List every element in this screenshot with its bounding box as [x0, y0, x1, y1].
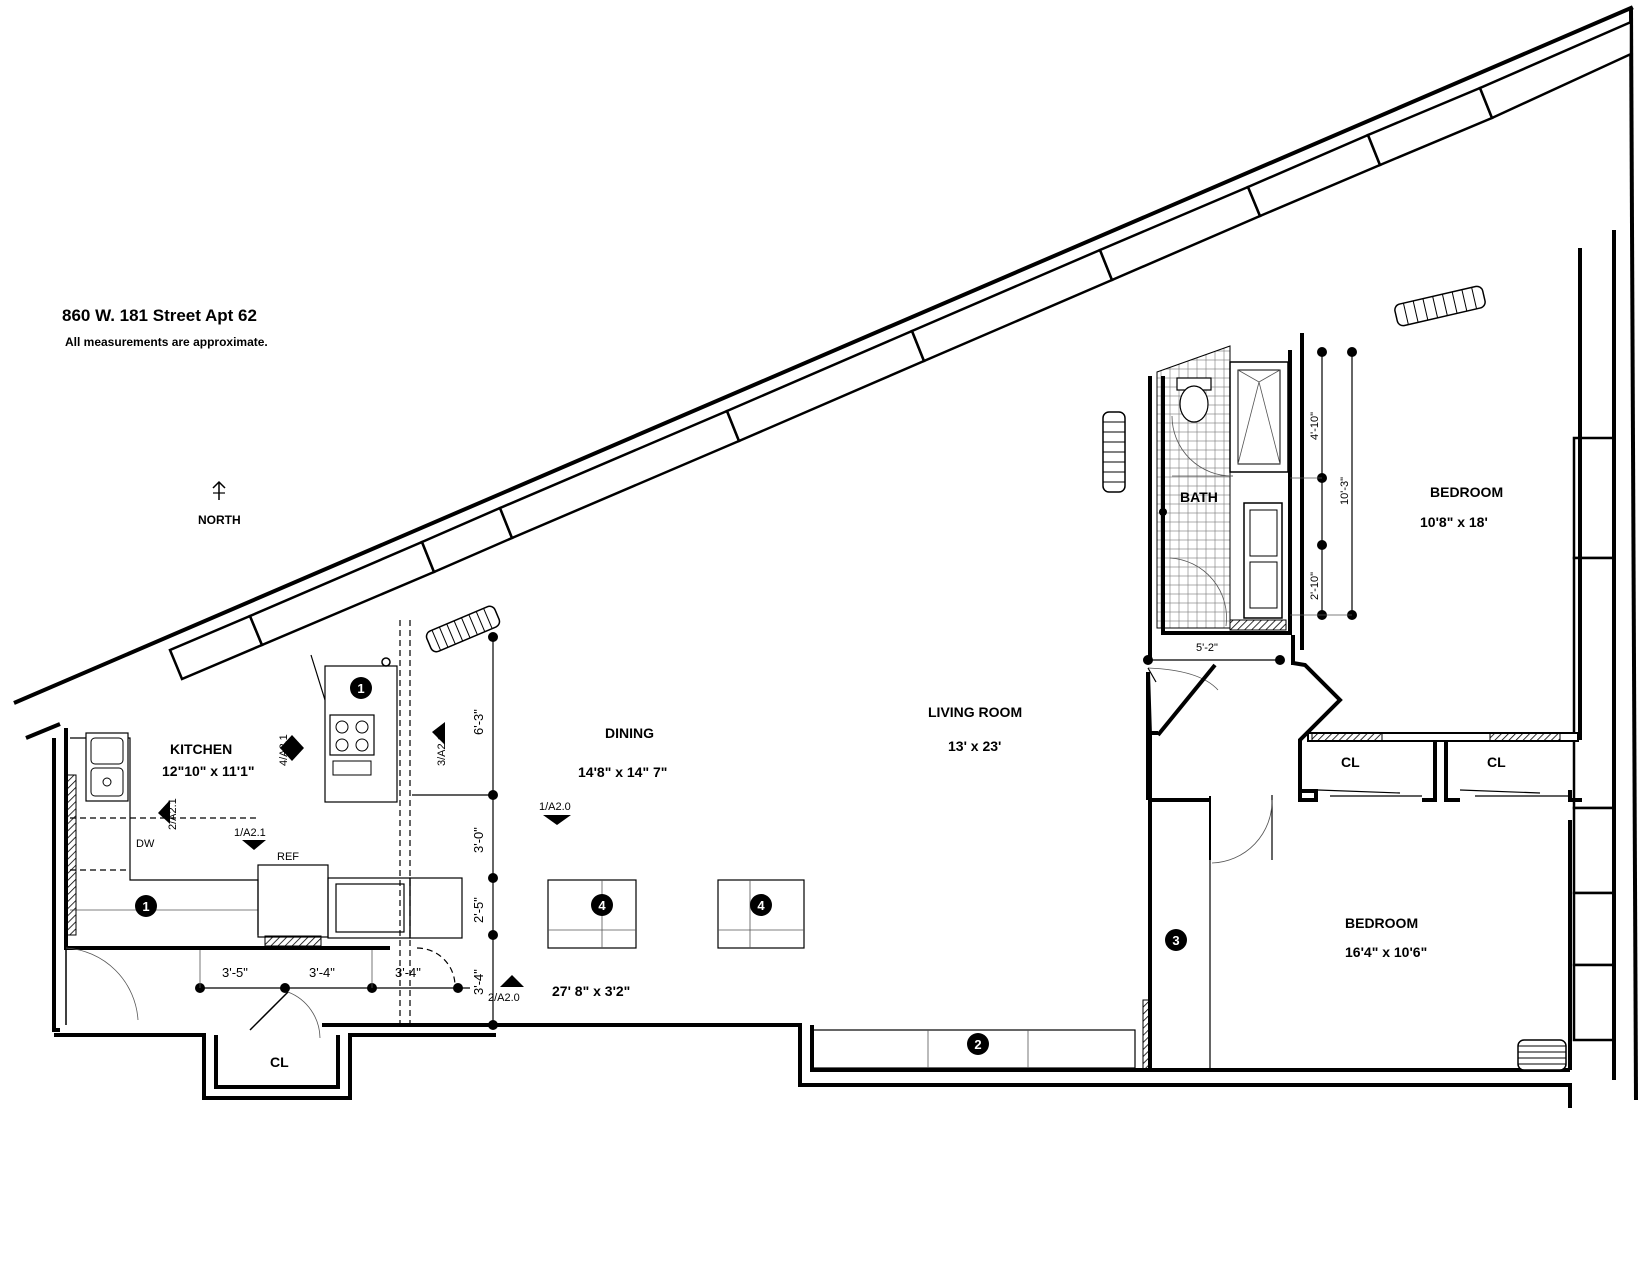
dim-5-2: 5'-2": [1196, 642, 1218, 654]
badge-4-left: 4: [591, 894, 613, 916]
bedroom1-name: BEDROOM: [1430, 484, 1503, 500]
svg-text:3: 3: [1172, 933, 1179, 948]
radiator-icon: [1102, 411, 1126, 493]
dishwasher-label: DW: [136, 838, 155, 850]
radiator-icon: [1394, 285, 1486, 327]
section-2-a2-1: 2/A2.1: [167, 798, 179, 830]
svg-text:4: 4: [757, 898, 765, 913]
svg-text:4: 4: [598, 898, 606, 913]
badge-1-bottom: 1: [135, 895, 157, 917]
entry-closet-door[interactable]: [249, 991, 321, 1039]
window-seat: [811, 1029, 1136, 1069]
closet-row: [1298, 732, 1582, 802]
bath-area: [1148, 345, 1295, 665]
sink-icon: [85, 732, 129, 802]
closet-b-label: CL: [1487, 754, 1506, 770]
toilet-icon: [1176, 377, 1212, 423]
svg-text:1: 1: [142, 899, 149, 914]
section-3-a2-1: 3/A2.1: [436, 734, 448, 766]
section-marker-icon: [158, 722, 571, 987]
north-label: NORTH: [198, 513, 241, 527]
badge-4-right: 4: [750, 894, 772, 916]
dim-6-3: 6'-3": [471, 709, 486, 735]
dim-4-10: 4'-10": [1309, 412, 1321, 440]
dim-3-4-b: 3'-4": [395, 965, 421, 980]
shower-icon: [1229, 361, 1289, 473]
address-title: 860 W. 181 Street Apt 62: [62, 306, 257, 325]
dim-2-10: 2'-10": [1309, 572, 1321, 600]
radiator-icon: [425, 605, 501, 653]
kitchen-name: KITCHEN: [170, 741, 232, 757]
section-1-a2-1: 1/A2.1: [234, 827, 266, 839]
bedroom2-name: BEDROOM: [1345, 915, 1418, 931]
badge-1-top: 1: [350, 677, 372, 699]
dining-name: DINING: [605, 725, 654, 741]
badge-2: 2: [967, 1033, 989, 1055]
radiator-icon: [1517, 1039, 1567, 1071]
dim-10-3: 10'-3": [1339, 477, 1351, 505]
north-arrow-icon: [212, 480, 226, 500]
dim-3-5: 3'-5": [222, 965, 248, 980]
bedroom1-walls: [1300, 248, 1582, 740]
dim-2-5: 2'-5": [471, 897, 486, 923]
dimension-lines: [195, 347, 1357, 1030]
diagonal-windows: [168, 20, 1633, 681]
living-room-name: LIVING ROOM: [928, 704, 1022, 720]
closet-a-label: CL: [1341, 754, 1360, 770]
bath-door[interactable]: [1147, 667, 1219, 691]
section-2-a2-0: 2/A2.0: [488, 992, 520, 1004]
entry-closet-label: CL: [270, 1054, 289, 1070]
cabinet-unit-left: [547, 879, 637, 949]
section-1-a2-0: 1/A2.0: [539, 801, 571, 813]
svg-text:1: 1: [357, 681, 364, 696]
badge-3: 3: [1165, 929, 1187, 951]
interior-walls: [1146, 672, 1158, 800]
cabinet-unit-right: [717, 879, 805, 949]
hall-size: 27' 8" x 3'2": [552, 983, 630, 999]
approximate-note: All measurements are approximate.: [65, 335, 268, 349]
living-room-size: 13' x 23': [948, 738, 1001, 754]
kitchen-size: 12"10" x 11'1": [162, 763, 255, 779]
dim-3-0: 3'-0": [471, 827, 486, 853]
dim-3-4-a: 3'-4": [309, 965, 335, 980]
svg-text:2: 2: [974, 1037, 981, 1052]
vanity-icon: [1243, 502, 1283, 619]
bedroom2-door[interactable]: [1211, 795, 1273, 864]
bedroom1-size: 10'8" x 18': [1420, 514, 1488, 530]
entry-door[interactable]: [65, 947, 139, 1025]
dining-size: 14'8" x 14" 7": [578, 764, 667, 780]
diagonal-exterior-wall: [13, 5, 1638, 1101]
bedroom2-size: 16'4" x 10'6": [1345, 944, 1427, 960]
cooktop-icon: [329, 714, 375, 776]
refrigerator-label: REF: [277, 851, 299, 863]
dim-3-4-vertical: 3'-4": [471, 969, 486, 995]
section-4-a2-1: 4/A2.1: [278, 734, 290, 766]
kitchen-fixtures: [65, 620, 463, 1030]
bath-name: BATH: [1180, 489, 1218, 505]
bedroom2-walls: [1142, 796, 1211, 1071]
